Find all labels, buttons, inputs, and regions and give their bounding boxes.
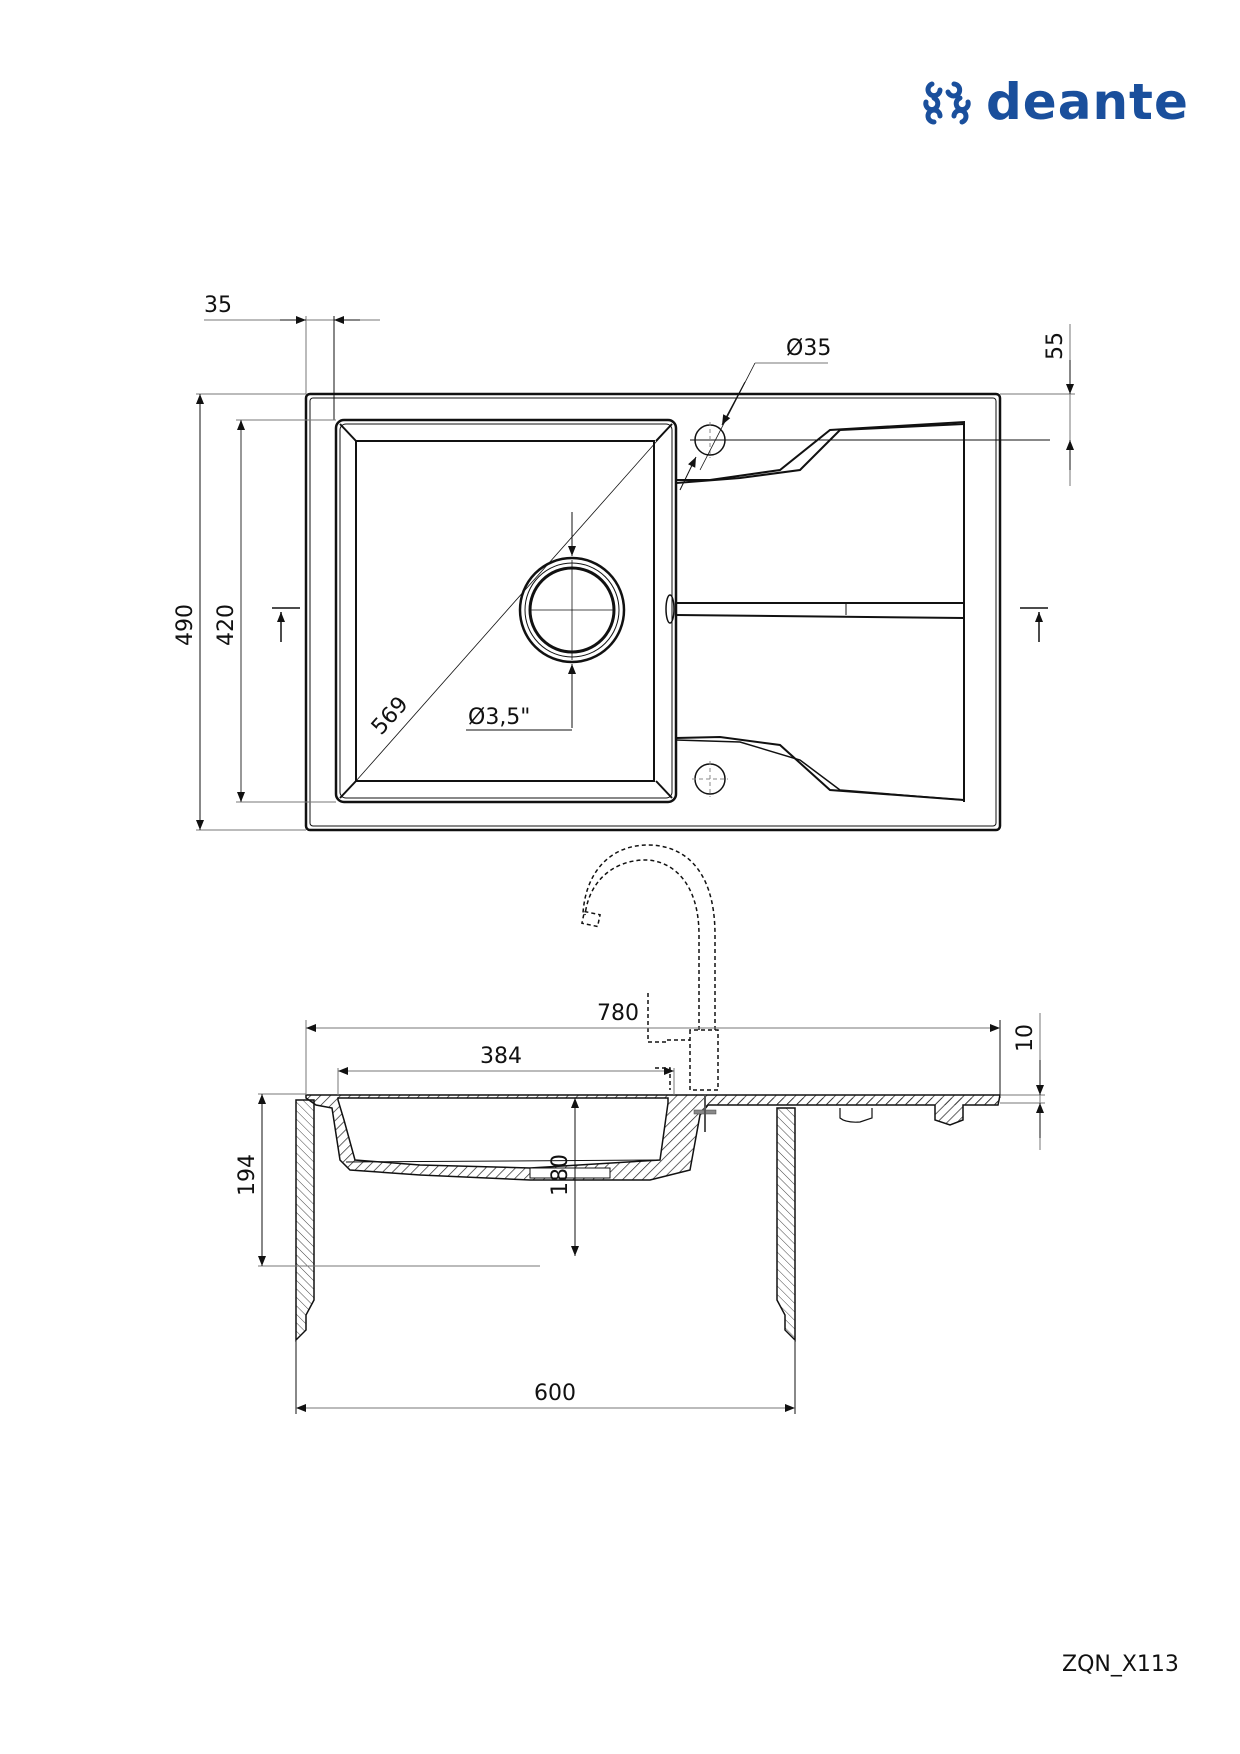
dim-bowl-diagonal: 569 xyxy=(367,692,414,740)
dim-tap-hole-diameter: Ø35 xyxy=(786,336,831,361)
brand-logo: deante xyxy=(918,76,1189,128)
faucet-outline xyxy=(581,844,719,1091)
dim-bowl-height: 180 xyxy=(548,1154,573,1196)
dim-cabinet-width: 600 xyxy=(534,1381,576,1406)
dim-overall-depth: 490 xyxy=(173,604,198,646)
dim-drain-diameter: Ø3,5" xyxy=(468,705,530,730)
dim-rim-thickness: 10 xyxy=(1013,1024,1038,1052)
model-code: ZQN_X113 xyxy=(1062,1652,1179,1677)
top-view: 35 Ø35 55 490 420 569 Ø3 xyxy=(173,293,1075,832)
dim-tap-hole-offset-top: 55 xyxy=(1043,332,1068,360)
dim-bowl-offset-left: 35 xyxy=(204,293,232,318)
dim-overall-width: 780 xyxy=(597,1001,639,1026)
dim-bowl-width: 384 xyxy=(480,1044,522,1069)
side-view: 780 384 10 194 180 600 xyxy=(235,844,1045,1414)
brand-name: deante xyxy=(986,73,1189,131)
dim-bowl-depth: 420 xyxy=(214,604,239,646)
dim-overall-height: 194 xyxy=(235,1154,260,1196)
deante-swirl-logo-icon xyxy=(923,81,971,125)
